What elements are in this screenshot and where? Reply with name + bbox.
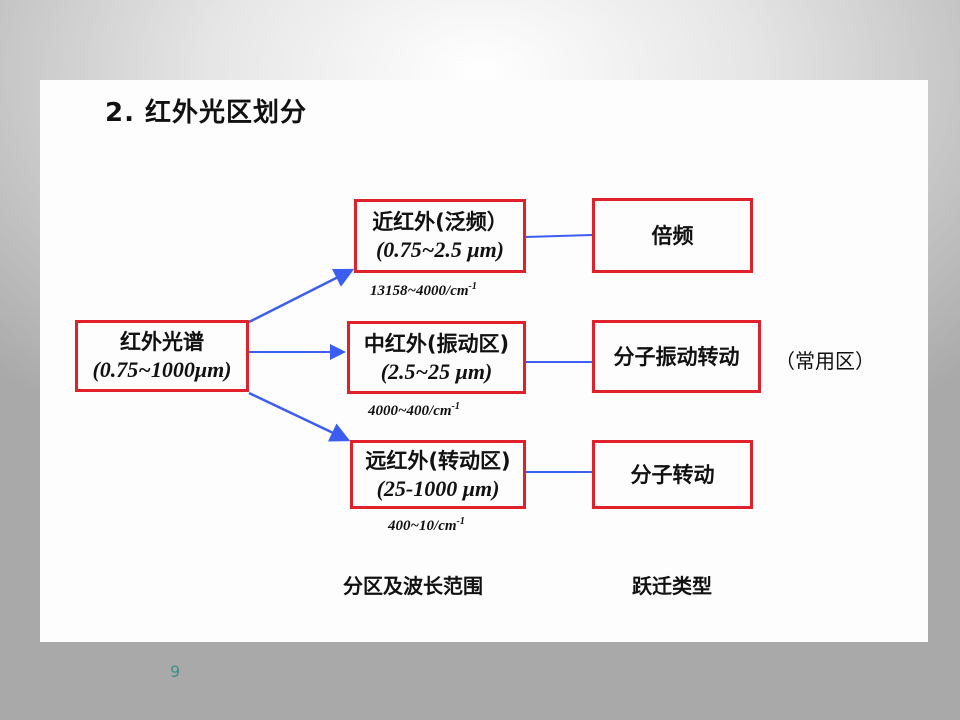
mid-ir-box: 中红外(振动区) (2.5~25 μm) — [347, 321, 526, 394]
vib-rot-box: 分子振动转动 — [592, 320, 761, 393]
near-ir-range: (0.75~2.5 μm) — [375, 237, 505, 262]
caption-regions: 分区及波长范围 — [343, 574, 483, 598]
common-region-note: （常用区） — [775, 349, 875, 373]
overtone-box: 倍频 — [592, 198, 753, 273]
arrow-to-near-ir — [248, 268, 355, 324]
caption-transitions: 跃迁类型 — [632, 574, 712, 598]
mid-ir-range: (2.5~25 μm) — [380, 358, 493, 384]
overtone-label: 倍频 — [651, 223, 694, 248]
rotation-box: 分子转动 — [592, 440, 753, 509]
slide-title: 2. 红外光区划分 — [105, 98, 308, 128]
rotation-label: 分子转动 — [630, 462, 715, 487]
slide — [40, 80, 928, 642]
ir-spectrum-range: (0.75~1000μm) — [92, 357, 232, 382]
ir-spectrum-label: 红外光谱 — [120, 330, 204, 354]
far-ir-label: 远红外(转动区) — [365, 448, 511, 473]
mid-ir-wavenumber: 4000~400/cm-1 — [368, 401, 460, 419]
far-ir-box: 远红外(转动区) (25-1000 μm) — [350, 440, 526, 509]
near-ir-label: 近红外(泛频） — [372, 210, 508, 234]
near-ir-wavenumber: 13158~4000/cm-1 — [370, 281, 477, 299]
near-ir-box: 近红外(泛频） (0.75~2.5 μm) — [354, 199, 526, 273]
line-near-to-transition — [524, 234, 593, 238]
far-ir-range: (25-1000 μm) — [376, 475, 500, 501]
far-ir-wavenumber: 400~10/cm-1 — [388, 516, 465, 534]
mid-ir-label: 中红外(振动区) — [363, 331, 510, 356]
vib-rot-label: 分子振动转动 — [613, 344, 740, 369]
arrow-to-far-ir — [248, 391, 351, 442]
ir-spectrum-box: 红外光谱 (0.75~1000μm) — [75, 320, 249, 392]
page-number: 9 — [170, 662, 181, 681]
